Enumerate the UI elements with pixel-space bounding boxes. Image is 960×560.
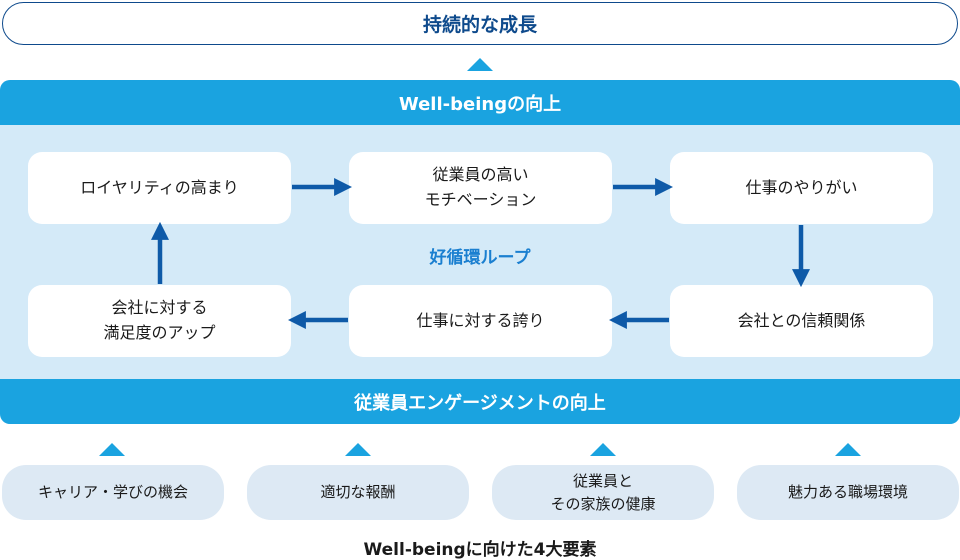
up-triangle-icon xyxy=(835,443,861,456)
panel-footer: 従業員エンゲージメントの向上 xyxy=(0,379,960,424)
node-pride: 仕事に対する誇り xyxy=(349,285,612,357)
node-loyalty: ロイヤリティの高まり xyxy=(28,152,291,224)
node-motivation: 従業員の高い モチベーション xyxy=(349,152,612,224)
loop-label: 好循環ループ xyxy=(429,247,531,268)
up-triangle-icon xyxy=(345,443,371,456)
node-trust: 会社との信頼関係 xyxy=(670,285,933,357)
node-rewarding-work: 仕事のやりがい xyxy=(670,152,933,224)
goal-title: 持続的な成長 xyxy=(422,14,537,36)
factor-career: キャリア・学びの機会 xyxy=(2,465,224,520)
node-satisfaction: 会社に対する 満足度のアップ xyxy=(28,285,291,357)
factor-workplace: 魅力ある職場環境 xyxy=(737,465,959,520)
factor-health: 従業員と その家族の健康 xyxy=(492,465,714,520)
goal-pill: 持続的な成長 xyxy=(2,2,958,45)
factors-caption: Well-beingに向けた4大要素 xyxy=(363,539,597,560)
panel-header: Well-beingの向上 xyxy=(0,80,960,125)
up-triangle-icon xyxy=(467,58,493,71)
panel-footer-label: 従業員エンゲージメントの向上 xyxy=(354,392,606,414)
factor-compensation: 適切な報酬 xyxy=(247,465,469,520)
panel-header-label: Well-beingの向上 xyxy=(398,93,562,115)
up-triangle-icon xyxy=(99,443,125,456)
up-triangle-icon xyxy=(590,443,616,456)
